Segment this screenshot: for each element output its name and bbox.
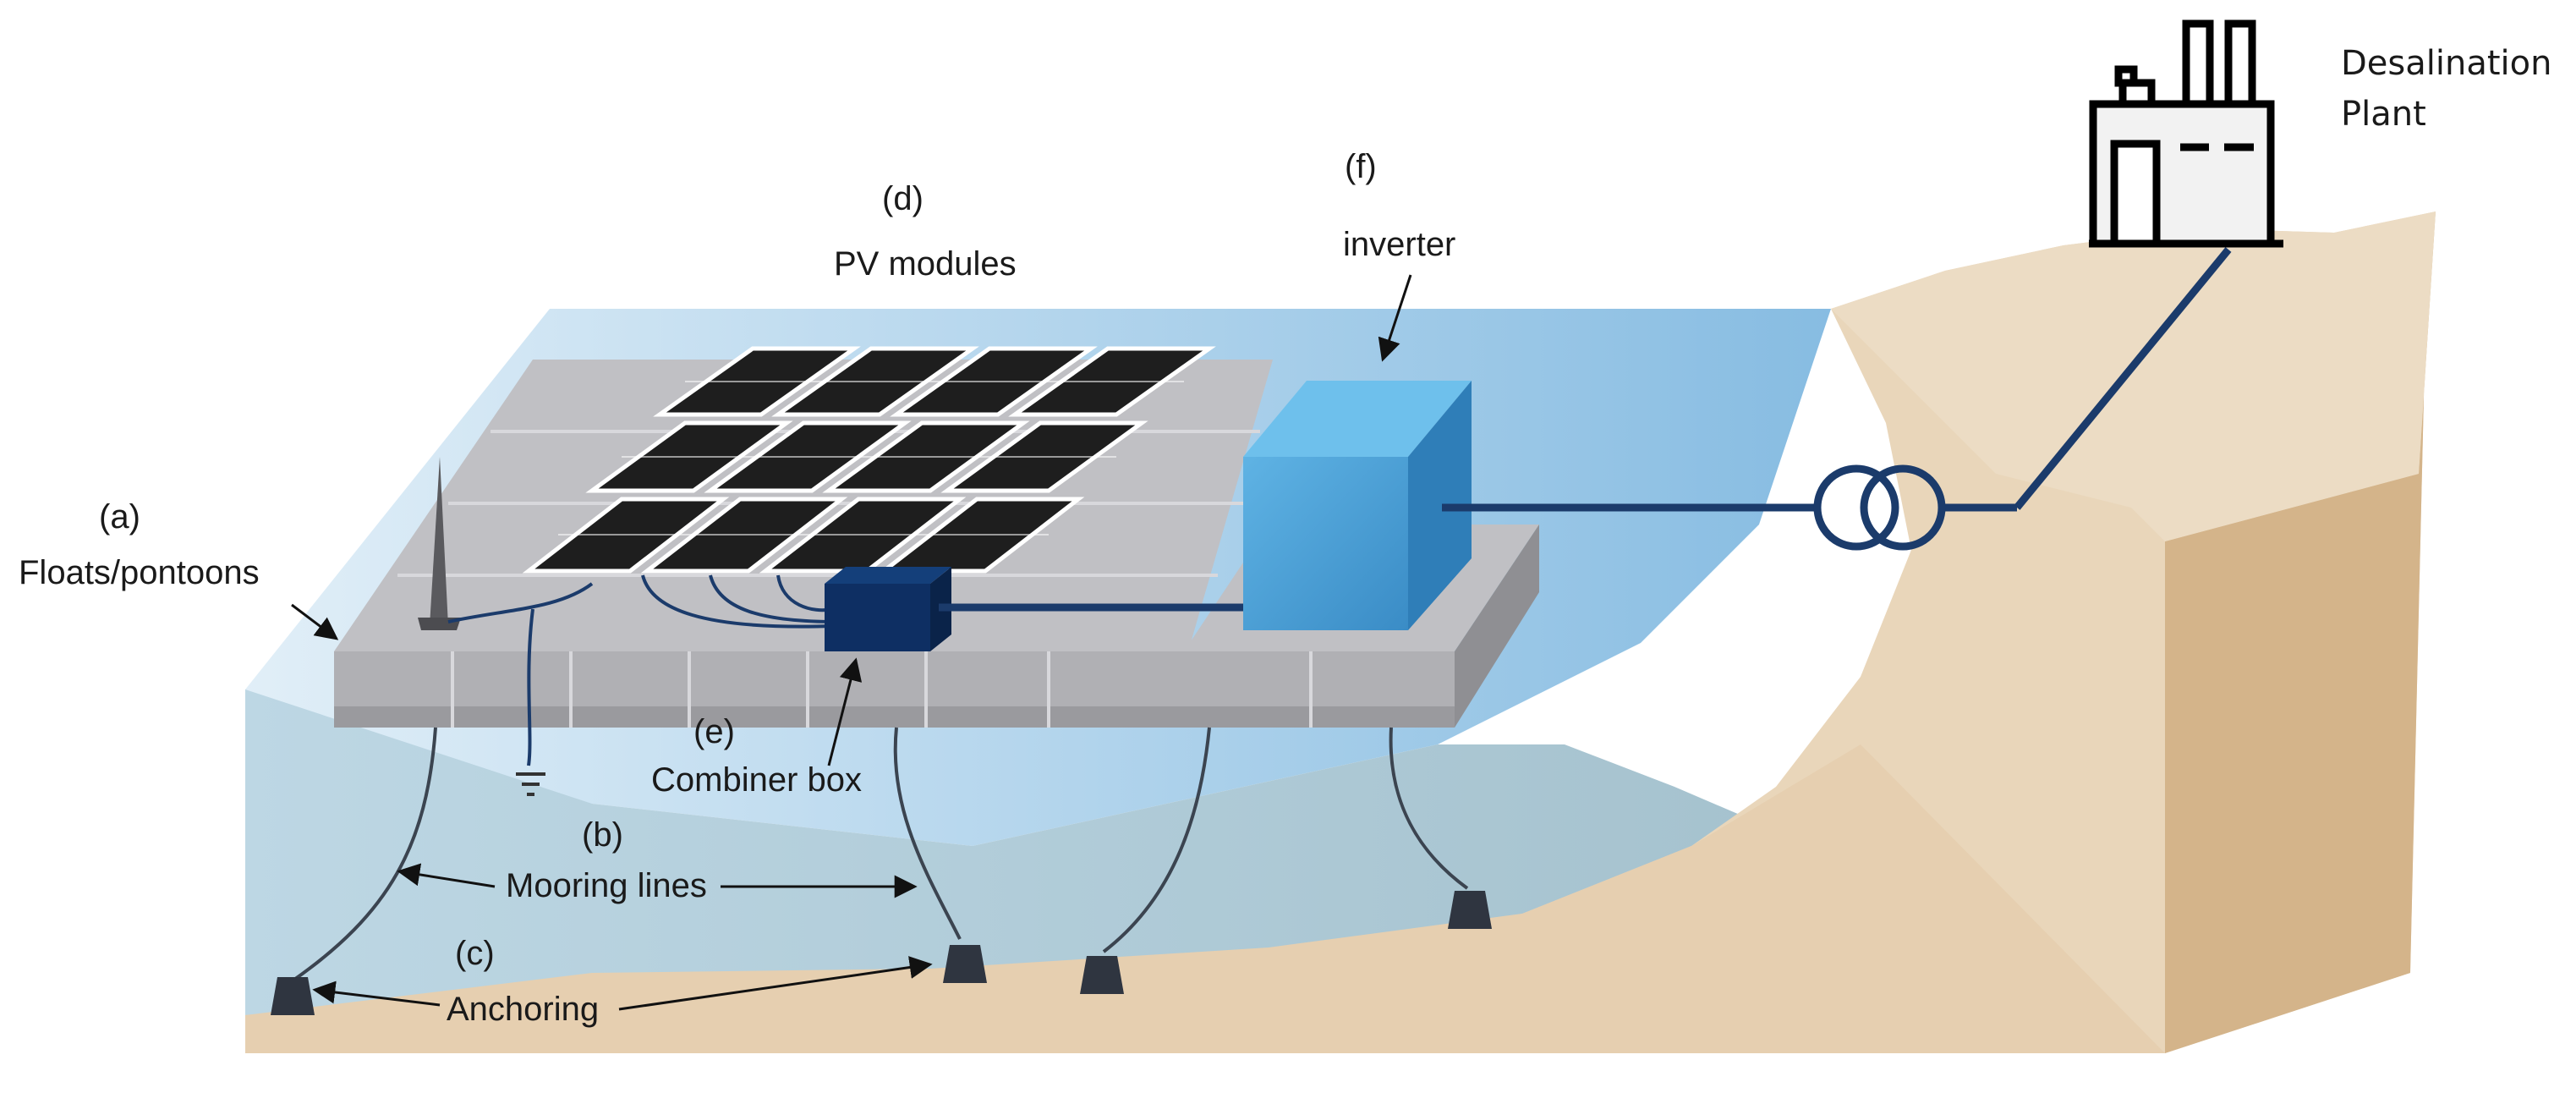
seabed-front: [245, 744, 2165, 1053]
cliff-face: [2165, 211, 2436, 1053]
label-e-letter: (e): [693, 713, 735, 750]
pv-grid-lines: [558, 381, 1184, 536]
label-pv-modules: PV modules: [834, 245, 1017, 283]
sand-top-plateau: [1831, 211, 2436, 541]
dc-cables: [447, 574, 838, 766]
inverter-cube: [1243, 381, 1472, 630]
label-desalination: Desalination: [2341, 44, 2551, 83]
label-f-letter: (f): [1345, 148, 1377, 185]
annotation-arrows: [291, 274, 1412, 1011]
transformer-icon: [1813, 464, 1946, 551]
label-d-letter: (d): [882, 180, 924, 217]
label-plant: Plant: [2341, 95, 2426, 134]
label-mooring-lines: Mooring lines: [506, 867, 707, 904]
label-anchoring: Anchoring: [447, 991, 599, 1028]
desalination-plant-icon: [2089, 19, 2283, 248]
label-floats-pontoons: Floats/pontoons: [19, 554, 260, 591]
ground-symbol: [516, 772, 545, 796]
label-a-letter: (a): [99, 498, 140, 536]
combiner-box: [825, 567, 951, 651]
ac-cable: [1442, 247, 2232, 512]
anchors: [271, 891, 1492, 1015]
label-combiner-box: Combiner box: [651, 761, 862, 799]
label-c-letter: (c): [455, 935, 495, 972]
label-inverter: inverter: [1343, 226, 1455, 263]
label-b-letter: (b): [582, 816, 623, 854]
